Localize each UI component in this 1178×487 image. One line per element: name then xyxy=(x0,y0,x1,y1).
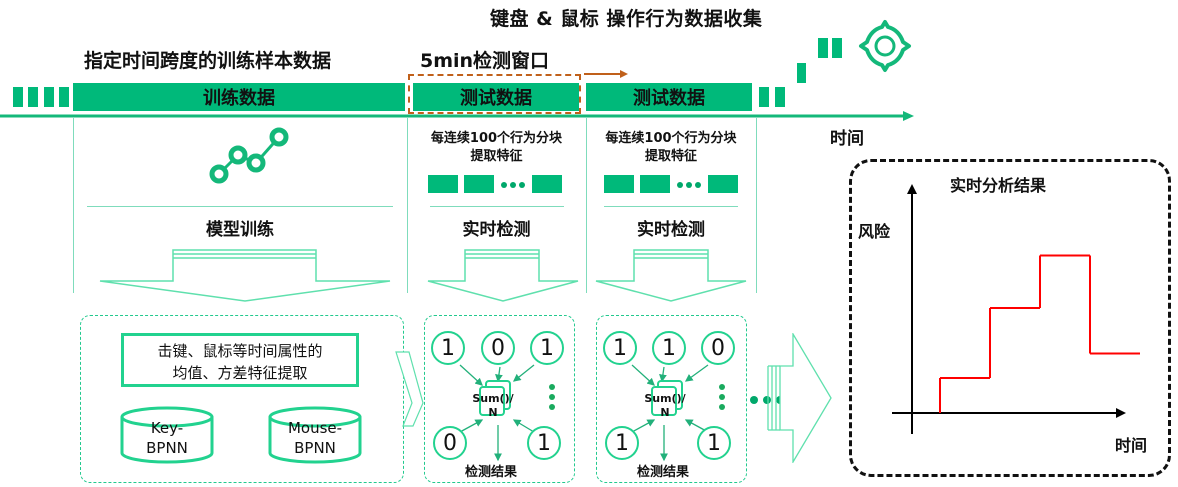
detect-arrows-2 xyxy=(631,364,725,462)
chunk-note-line2: 提取特征 xyxy=(644,149,697,164)
time-axis-label-chart: 时间 xyxy=(1115,436,1148,455)
x-axis-arrow xyxy=(1116,408,1126,418)
database-icon xyxy=(268,417,362,464)
detect-node: 0 xyxy=(433,426,467,460)
right-arrow-icon xyxy=(767,333,832,463)
column-divider xyxy=(756,118,757,293)
data-tick xyxy=(797,63,806,83)
risk-axis-label: 风险 xyxy=(858,222,891,241)
down-arrow-icon xyxy=(595,249,747,302)
detect-node: 0 xyxy=(481,331,515,365)
training-data-label: 训练数据 xyxy=(203,88,275,109)
feature-extraction-box: 击键、鼠标等时间属性的 均值、方差特征提取 xyxy=(121,333,359,387)
section-divider xyxy=(87,206,393,207)
realtime-detect-label-2: 实时检测 xyxy=(637,220,705,240)
down-arrow-icon xyxy=(99,249,391,302)
down-arrow-icon xyxy=(427,249,579,302)
detect-panel-2 xyxy=(596,315,747,483)
detect-node: 1 xyxy=(603,331,637,365)
detect-node: 1 xyxy=(530,331,564,365)
detect-node: 1 xyxy=(697,426,731,460)
ellipsis-dot xyxy=(695,182,701,188)
chunk-note-line1: 每连续100个行为分块 xyxy=(605,131,737,146)
chunk-note-line1: 每连续100个行为分块 xyxy=(430,131,563,146)
section-divider xyxy=(604,206,738,207)
down-arrows xyxy=(99,249,747,302)
ellipsis-dot xyxy=(501,182,507,188)
feature-block xyxy=(428,175,458,193)
test-data-bar-1: 测试数据 xyxy=(413,83,579,111)
detect-result-label-2: 检测结果 xyxy=(637,465,690,480)
detect-panel-1 xyxy=(424,315,575,483)
detection-window-box xyxy=(408,74,581,114)
data-tick xyxy=(775,87,785,107)
feature-block xyxy=(464,175,494,193)
ellipsis-dot xyxy=(510,182,516,188)
feature-block xyxy=(604,175,634,193)
detect-node: 1 xyxy=(652,331,686,365)
window-slide-arrow xyxy=(584,70,628,78)
ellipsis-dot xyxy=(519,182,525,188)
column-divider xyxy=(407,118,408,293)
window-title: 5min检测窗口 xyxy=(420,50,550,72)
data-tick xyxy=(759,87,769,107)
detect-node: 1 xyxy=(431,331,465,365)
ellipsis-dot xyxy=(750,396,758,404)
realtime-result-panel xyxy=(849,159,1171,477)
chevron-right-icon xyxy=(395,351,424,427)
data-tick xyxy=(13,87,23,107)
data-tick xyxy=(818,38,828,58)
sum-aggregator-1: Sum()/ N xyxy=(472,392,514,419)
mouse-bpnn-label: Mouse- BPNN xyxy=(287,419,343,457)
data-tick xyxy=(59,87,69,107)
training-span-title: 指定时间跨度的训练样本数据 xyxy=(84,50,332,72)
training-data-bar: 训练数据 xyxy=(73,83,405,111)
feature-block xyxy=(532,175,562,193)
ellipsis-dot xyxy=(677,182,683,188)
test-data-label-1: 测试数据 xyxy=(460,88,532,109)
feature-line1: 击键、鼠标等时间属性的 xyxy=(157,342,323,360)
line-chart-icon xyxy=(209,127,289,184)
test-data-label-2: 测试数据 xyxy=(633,88,705,109)
section-divider xyxy=(430,206,564,207)
database-icon xyxy=(120,417,214,464)
key-bpnn-label: Key- BPNN xyxy=(146,419,188,457)
model-panel xyxy=(80,315,404,483)
detect-node: 1 xyxy=(605,426,639,460)
sum-aggregator-2: Sum()/ N xyxy=(644,392,686,419)
chunk-note-line2: 提取特征 xyxy=(470,149,523,164)
collection-title: 键盘 & 鼠标 操作行为数据收集 xyxy=(490,8,763,30)
feature-block xyxy=(708,175,738,193)
detect-node: 1 xyxy=(527,426,561,460)
result-title: 实时分析结果 xyxy=(950,176,1047,195)
target-icon xyxy=(859,20,911,72)
y-axis-arrow xyxy=(907,184,917,194)
time-axis-label: 时间 xyxy=(830,129,864,149)
data-tick xyxy=(832,38,842,58)
realtime-detect-label-1: 实时检测 xyxy=(462,220,531,240)
feature-block xyxy=(640,175,670,193)
data-tick xyxy=(44,87,54,107)
feature-line2: 均值、方差特征提取 xyxy=(172,364,308,382)
model-training-label: 模型训练 xyxy=(206,220,274,240)
ellipsis-dot xyxy=(763,396,771,404)
column-divider xyxy=(73,118,74,293)
detect-arrows-1 xyxy=(459,364,555,462)
test-data-bar-2: 测试数据 xyxy=(586,83,752,111)
column-divider xyxy=(586,118,587,293)
ellipsis-dot xyxy=(686,182,692,188)
risk-chart xyxy=(892,184,1140,434)
detect-result-label-1: 检测结果 xyxy=(465,465,518,480)
time-axis xyxy=(0,111,914,121)
data-tick xyxy=(28,87,38,107)
model-cylinders xyxy=(120,406,362,464)
detect-node: 0 xyxy=(701,331,735,365)
